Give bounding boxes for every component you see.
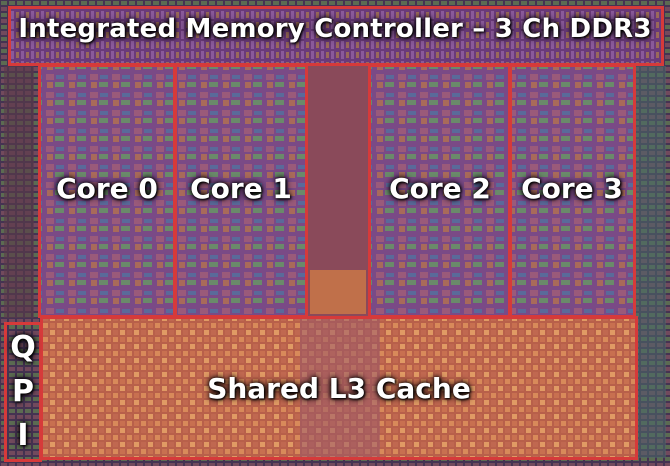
qpi-region [4,322,42,462]
core0-texture [40,66,174,316]
core2-texture [370,66,510,316]
imc-texture [10,8,662,66]
core3-label: Core 3 [521,172,623,205]
core1-texture [176,66,306,316]
core0-label: Core 0 [56,172,158,205]
imc-label: Integrated Memory Controller – 3 Ch DDR3 [18,14,652,44]
core3-texture [510,66,634,316]
qpi-letter-q: Q [10,330,36,365]
imc-region [8,6,664,66]
qpi-letter-i: I [17,418,29,453]
qpi-letter-p: P [12,374,34,409]
core1-label: Core 1 [190,172,292,205]
l3-cache-label: Shared L3 Cache [207,372,471,405]
core2-label: Core 2 [389,172,491,205]
